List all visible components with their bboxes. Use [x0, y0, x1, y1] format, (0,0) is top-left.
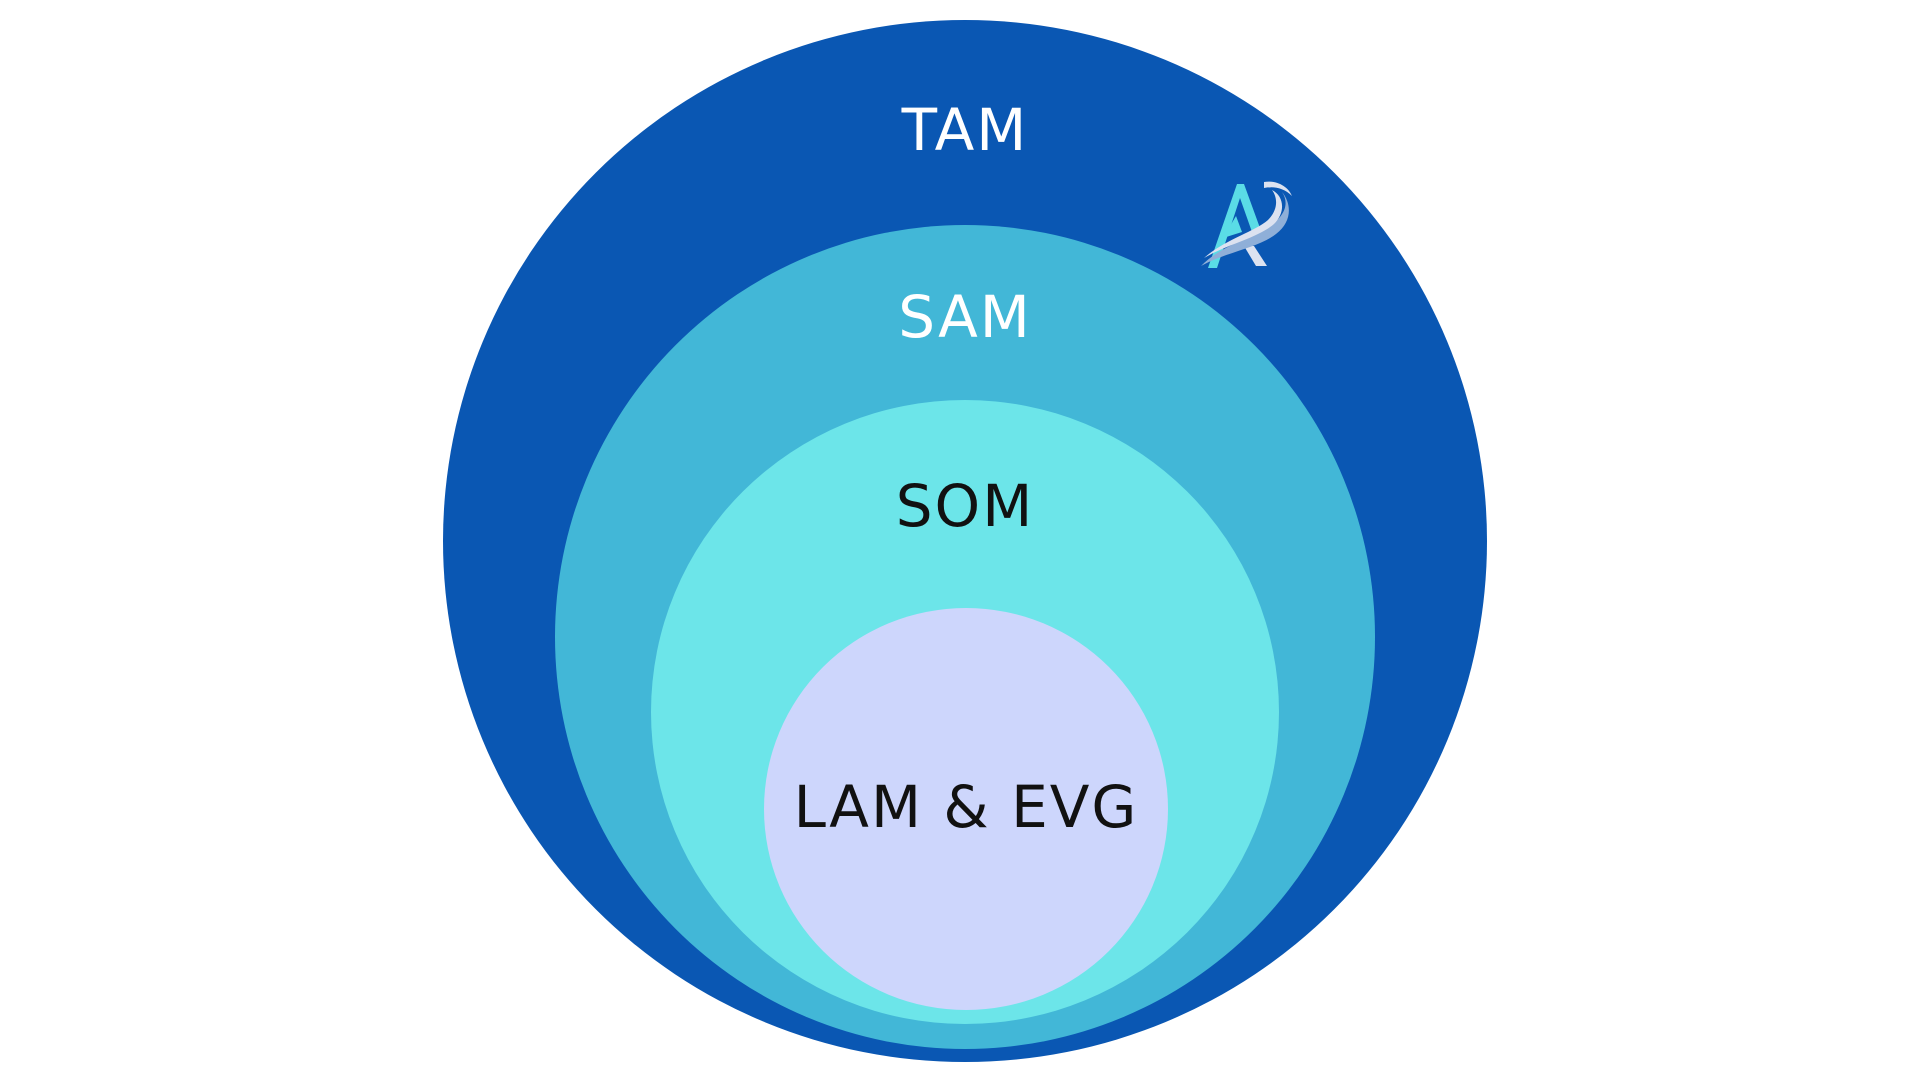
sam-label: SAM	[898, 283, 1032, 351]
tam-label: TAM	[901, 96, 1029, 164]
som-label: SOM	[896, 472, 1035, 540]
lam-evg-label: LAM & EVG	[794, 773, 1139, 841]
lam-evg-circle	[764, 608, 1168, 1010]
ar-logo-icon	[1201, 181, 1292, 268]
